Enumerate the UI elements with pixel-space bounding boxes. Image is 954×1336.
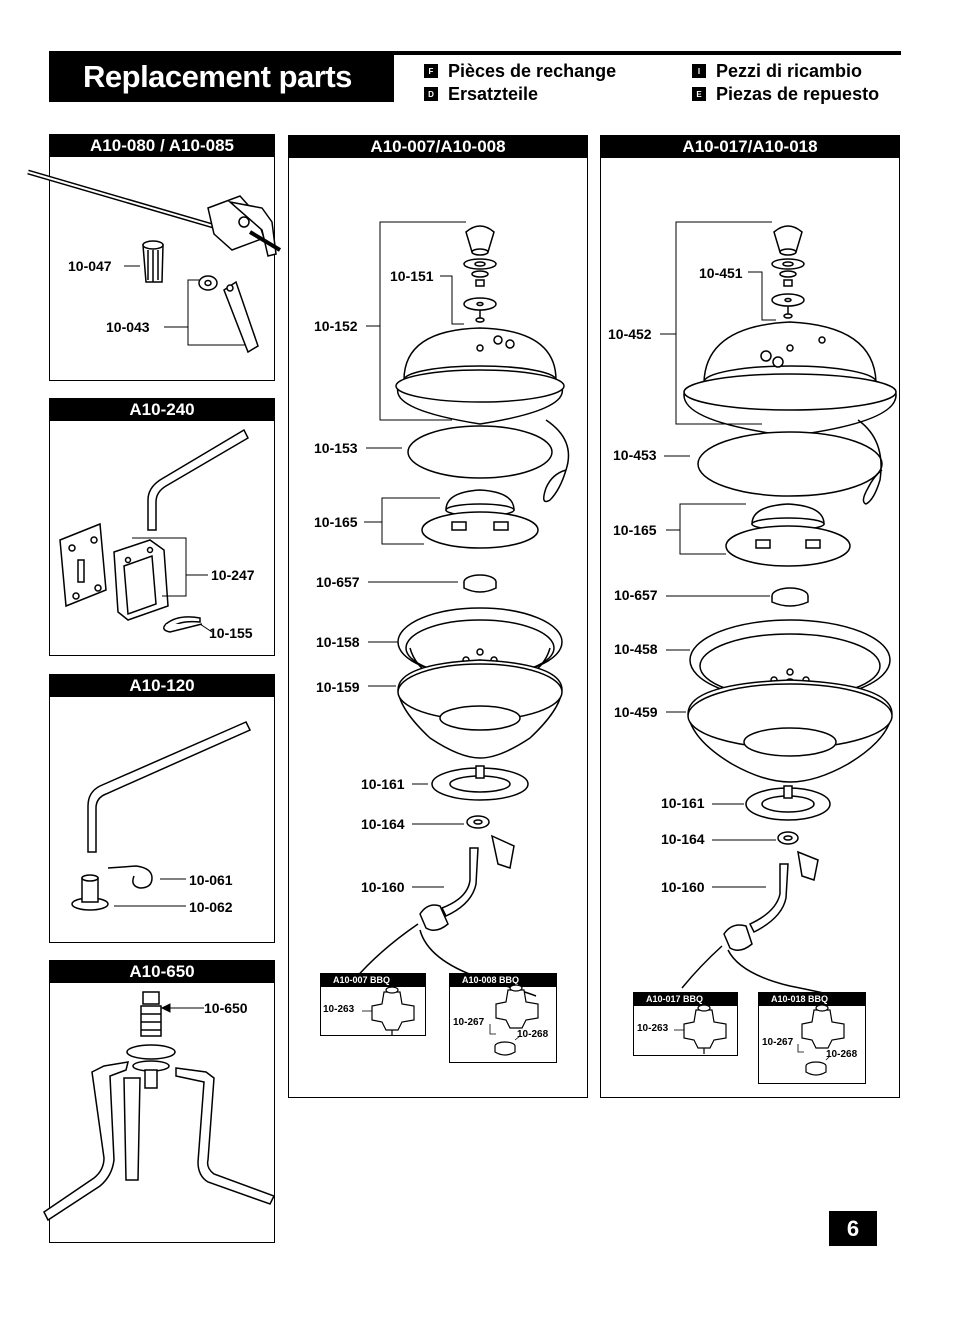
lang-code-fr: F [424,64,438,78]
panel-title: A10-007/A10-008 [289,136,587,158]
label-10-161: 10-161 [361,776,405,792]
label-10-165-b: 10-165 [613,522,657,538]
label-10-452: 10-452 [608,326,652,342]
label-10-164-b: 10-164 [661,831,705,847]
label-10-268-b: 10-268 [826,1049,858,1060]
panel-title: A10-017/A10-018 [601,136,899,158]
panel-a10-007: A10-007/A10-008 [288,135,588,1098]
panel-a10-080: A10-080 / A10-085 [49,134,275,381]
lang-label-es: Piezas de repuesto [716,83,880,104]
lang-fr: F Pièces de rechange [424,60,616,82]
label-10-043: 10-043 [106,319,150,335]
panel-title: A10-080 / A10-085 [50,135,274,157]
label-10-165: 10-165 [314,514,358,530]
sub-box-title: A10-018 BBQ [759,993,865,1006]
label-10-153: 10-153 [314,440,358,456]
label-10-451: 10-451 [699,265,743,281]
label-10-268: 10-268 [517,1029,549,1040]
label-10-152: 10-152 [314,318,358,334]
label-10-263: 10-263 [323,1004,355,1015]
panel-a10-240: A10-240 [49,398,275,656]
lang-code-it: I [692,64,706,78]
panel-title: A10-120 [50,675,274,697]
label-10-458: 10-458 [614,641,658,657]
sub-box-a10-017-bbq: A10-017 BBQ [633,992,738,1056]
lang-it: I Pezzi di ricambio [692,60,862,82]
label-10-159: 10-159 [316,679,360,695]
page-title: Replacement parts [49,51,394,102]
sub-box-title: A10-017 BBQ [634,993,737,1006]
lang-label-it: Pezzi di ricambio [716,60,863,81]
label-10-161-b: 10-161 [661,795,705,811]
sub-box-title: A10-007 BBQ [321,974,425,987]
lang-de: D Ersatzteile [424,83,538,105]
label-10-061: 10-061 [189,872,233,888]
label-10-047: 10-047 [68,258,112,274]
label-10-160-b: 10-160 [661,879,705,895]
label-10-158: 10-158 [316,634,360,650]
lang-es: E Piezas de repuesto [692,83,879,105]
sub-box-title: A10-008 BBQ [450,974,556,987]
label-10-657: 10-657 [316,574,360,590]
label-10-062: 10-062 [189,899,233,915]
lang-code-de: D [424,87,438,101]
panel-a10-120: A10-120 [49,674,275,943]
lang-code-es: E [692,87,706,101]
label-10-650: 10-650 [204,1000,248,1016]
label-10-267-b: 10-267 [762,1037,794,1048]
label-10-164: 10-164 [361,816,405,832]
sub-box-a10-008-bbq: A10-008 BBQ [449,973,557,1063]
label-10-263-b: 10-263 [637,1023,669,1034]
panel-a10-017: A10-017/A10-018 [600,135,900,1098]
sub-box-a10-018-bbq: A10-018 BBQ [758,992,866,1084]
label-10-453: 10-453 [613,447,657,463]
label-10-657-b: 10-657 [614,587,658,603]
label-10-267: 10-267 [453,1017,485,1028]
label-10-160: 10-160 [361,879,405,895]
sub-box-a10-007-bbq: A10-007 BBQ [320,973,426,1036]
lang-label-de: Ersatzteile [448,83,539,104]
lang-label-fr: Pièces de rechange [448,60,617,81]
label-10-459: 10-459 [614,704,658,720]
label-10-155: 10-155 [209,625,253,641]
page-number: 6 [829,1211,877,1246]
panel-a10-650: A10-650 [49,960,275,1243]
header-rule [394,51,901,55]
panel-title: A10-240 [50,399,274,421]
panel-title: A10-650 [50,961,274,983]
label-10-247: 10-247 [211,567,255,583]
label-10-151: 10-151 [390,268,434,284]
